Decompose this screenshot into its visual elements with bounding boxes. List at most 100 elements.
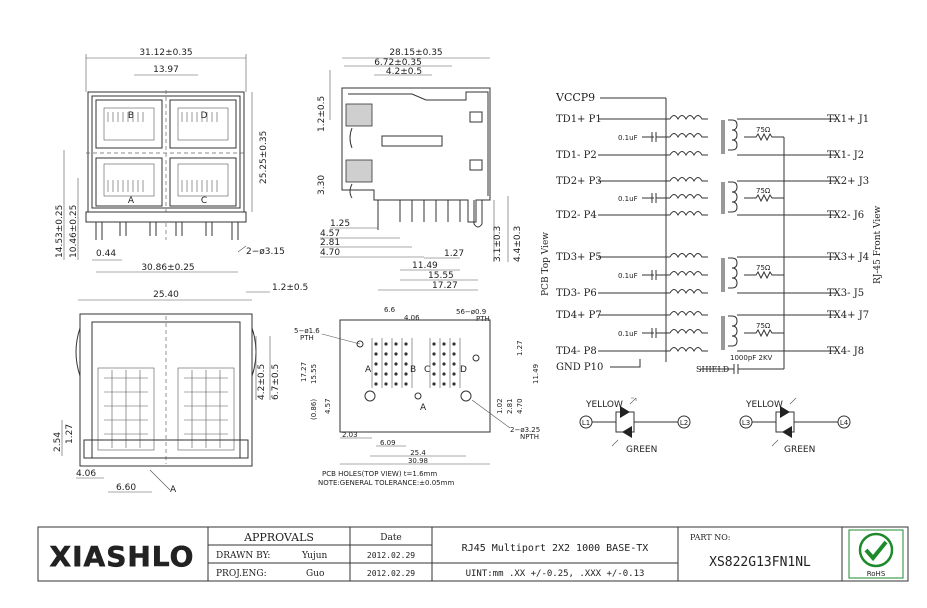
pcb-dim-086: (0.86) bbox=[310, 399, 318, 420]
front-view: 31.12±0.35 13.97 B D A C bbox=[55, 48, 285, 273]
proj-eng-label: PROJ.ENG: bbox=[216, 569, 267, 579]
pcb-dim-127: 1.27 bbox=[516, 340, 524, 356]
side-dim-total: 28.15±0.35 bbox=[389, 48, 442, 58]
schematic-left-label: TD3- P6 bbox=[556, 288, 597, 299]
pcb-dim-457: 4.57 bbox=[324, 398, 332, 414]
schematic-res: 75Ω bbox=[756, 126, 771, 134]
pcb-dim-holes-a-sub: PTH bbox=[476, 315, 490, 323]
front-port-label: D bbox=[201, 111, 208, 121]
bottom-dim-67: 6.7±0.5 bbox=[271, 364, 281, 400]
schematic-cap: 0.1uF bbox=[618, 134, 638, 142]
side-dim-1149: 11.49 bbox=[412, 261, 438, 271]
company-logo: XIASHLO bbox=[49, 540, 195, 574]
schematic-left-label: GND P10 bbox=[556, 362, 603, 373]
bottom-dim-406: 4.06 bbox=[76, 469, 96, 479]
pcb-dim-609: 6.09 bbox=[380, 439, 396, 447]
pcb-port-label: B bbox=[410, 365, 416, 375]
front-port-c: C bbox=[169, 157, 237, 207]
pcb-dim-1555: 15.55 bbox=[310, 364, 318, 384]
schematic-right-labels: TX1+ J1 TX1- J2 TX2+ J3 TX2- J6 TX3+ J4 … bbox=[827, 114, 869, 357]
schematic-right-label: TX3- J5 bbox=[827, 288, 864, 299]
schematic-channels bbox=[642, 115, 837, 374]
front-dim-pin-span: 30.86±0.25 bbox=[141, 263, 194, 273]
led-pin-label: L1 bbox=[582, 419, 590, 427]
pcb-dim-66: 6.6 bbox=[384, 306, 396, 314]
pcb-dim-1149: 11.49 bbox=[532, 364, 540, 384]
schematic-right-label: TX1- J2 bbox=[827, 150, 864, 161]
pcb-note: NOTE:GENERAL TOLERANCE:±0.05mm bbox=[318, 479, 454, 487]
side-dim-281: 2.81 bbox=[320, 238, 340, 248]
rohs-label: RoHS bbox=[867, 570, 886, 578]
bottom-view: 25.40 1.2±0.5 4.2±0.5 6.7±0.5 2.54 1.27 … bbox=[53, 283, 308, 495]
schematic-cap: 0.1uF bbox=[618, 272, 638, 280]
bottom-dim-660: 6.60 bbox=[116, 483, 136, 493]
schematic-cap: 0.1uF bbox=[618, 195, 638, 203]
led-green-label: GREEN bbox=[784, 445, 815, 455]
led-pin-label: L4 bbox=[840, 419, 849, 427]
front-port-label: C bbox=[201, 196, 207, 206]
side-dim-mid: 6.72±0.35 bbox=[374, 58, 422, 68]
schematic-left-label: TD1- P2 bbox=[556, 150, 597, 161]
led-yellow-label: YELLOW bbox=[745, 400, 783, 410]
drawn-date: 2012.02.29 bbox=[367, 551, 415, 560]
bottom-dim-127: 1.27 bbox=[65, 424, 75, 444]
schematic-res: 75Ω bbox=[756, 187, 771, 195]
led-left: YELLOW GREEN L1 L2 bbox=[579, 397, 691, 455]
front-port-a: A bbox=[95, 157, 163, 207]
rohs-badge: RoHS bbox=[848, 529, 904, 579]
side-dim-1555: 15.55 bbox=[428, 271, 454, 281]
side-dim-1727: 17.27 bbox=[432, 281, 458, 291]
front-dim-hole: 2−ø3.15 bbox=[246, 247, 285, 257]
schematic-res: 75Ω bbox=[756, 322, 771, 330]
drawn-by-value: Yujun bbox=[301, 551, 328, 561]
front-port-label: A bbox=[128, 196, 135, 206]
pcb-port-label: D bbox=[460, 365, 467, 375]
description: RJ45 Multiport 2X2 1000 BASE-TX bbox=[462, 543, 649, 554]
led-pin-label: L2 bbox=[680, 419, 688, 427]
schematic-left-label: TD2- P4 bbox=[556, 210, 597, 221]
pcb-dim-holes-a: 56−ø0.9 bbox=[456, 308, 486, 316]
units-tolerance: UINT:mm .XX +/-0.25, .XXX +/-0.13 bbox=[466, 569, 645, 579]
front-dim-left-lower: 10.46±0.25 bbox=[69, 205, 79, 258]
schematic-left-label: TD4+ P7 bbox=[556, 310, 602, 321]
front-port-label: B bbox=[128, 111, 134, 121]
pcb-port-label: C bbox=[424, 365, 430, 375]
side-dim-457: 4.57 bbox=[320, 229, 340, 239]
front-dim-left-total: 14.53±0.25 bbox=[55, 205, 65, 258]
front-dim-inner: 13.97 bbox=[153, 65, 179, 75]
schematic-left-label: TD4- P8 bbox=[556, 346, 597, 357]
pcb-hole-field bbox=[356, 338, 480, 402]
side-dim-44: 4.4±0.3 bbox=[513, 226, 523, 262]
schematic-right-label: TX2+ J3 bbox=[827, 176, 869, 187]
led-pin-label: L3 bbox=[742, 419, 750, 427]
bottom-dim-254: 2.54 bbox=[53, 432, 63, 452]
schematic-shield: SHIELD bbox=[696, 365, 729, 374]
led-yellow-label: YELLOW bbox=[585, 400, 623, 410]
company-logo-text: XIASHLO bbox=[50, 540, 195, 573]
pcb-port-label: A bbox=[365, 365, 372, 375]
side-dim-127: 1.27 bbox=[444, 249, 464, 259]
side-dim-31: 3.1±0.3 bbox=[493, 226, 503, 262]
proj-eng-value: Guo bbox=[306, 569, 324, 579]
bottom-dim-12: 1.2±0.5 bbox=[272, 283, 308, 293]
front-dim-pin-offset: 0.44 bbox=[96, 249, 116, 259]
side-view: 28.15±0.35 6.72±0.35 4.2±0.5 1.2±0.5 3.3… bbox=[317, 48, 523, 291]
front-port-b: B bbox=[95, 99, 163, 149]
pcb-label-a: A bbox=[420, 403, 427, 413]
pcb-dim-1727: 17.27 bbox=[300, 362, 308, 382]
led-green-label: GREEN bbox=[626, 445, 657, 455]
schematic-shield-cap: 1000pF 2KV bbox=[730, 354, 773, 362]
front-port-d: D bbox=[169, 99, 237, 149]
front-dim-height: 25.25±0.35 bbox=[259, 131, 269, 184]
approvals-header: APPROVALS bbox=[243, 531, 314, 544]
side-dim-top: 1.2±0.5 bbox=[317, 96, 327, 132]
schematic-side-right: RJ-45 Front View bbox=[873, 205, 883, 284]
part-no-label: PART NO: bbox=[690, 533, 730, 542]
pcb-dim-holes-b-sub: PTH bbox=[300, 334, 314, 342]
side-dim-470: 4.70 bbox=[320, 248, 340, 258]
pcb-dim-npth-sub: NPTH bbox=[520, 433, 539, 441]
schematic-res: 75Ω bbox=[756, 264, 771, 272]
pcb-dim-holes-b: 5−ø1.6 bbox=[294, 327, 320, 335]
pcb-dim-npth: 2−ø3.25 bbox=[510, 426, 540, 434]
check-icon bbox=[864, 540, 888, 562]
